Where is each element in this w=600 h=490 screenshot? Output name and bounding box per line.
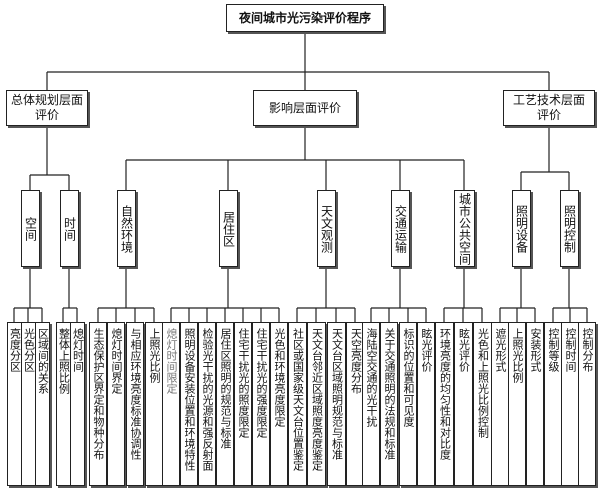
l1-overall-planning: 总体规划层面 评价 [6, 90, 88, 126]
leaf-observatory-standards: 天文台区域照明规范与标准 [327, 322, 346, 486]
l2-time: 时间 [60, 190, 79, 267]
leaf-lights-off-time: 熄灯时间 [70, 322, 85, 486]
leaf-color-brightness-limit: 光色和环境亮度限定 [270, 322, 288, 486]
leaf-traffic-regulations: 关于交通照明的法规和标准 [380, 322, 398, 486]
l2-public-space: 城市公共空间 [454, 190, 475, 267]
leaf-lights-off-limit: 熄灯时间限定 [162, 322, 180, 486]
leaf-control-distribution: 控制分布 [578, 322, 596, 486]
leaf-control-level: 控制等级 [544, 322, 562, 486]
leaf-color-uplight-control: 光色和上照光比例控制 [473, 322, 492, 486]
root-node: 夜间城市光污染评价程序 [226, 4, 384, 32]
leaf-control-time: 控制时间 [561, 322, 579, 486]
l2-space: 空间 [21, 190, 40, 267]
l2-transport: 交通运输 [391, 190, 410, 267]
leaf-residential-intensity: 住宅干扰光的强度限定 [252, 322, 270, 486]
leaf-uniformity-contrast: 环境亮度的均匀性和对比度 [435, 322, 454, 486]
leaf-uplight-ratio-equipment: 上照光比例 [508, 322, 526, 486]
leaf-overall-uplight-ratio: 整体上照比例 [56, 322, 71, 486]
leaf-residential-illuminance: 住宅干扰光的照度限定 [234, 322, 252, 486]
leaf-observatory-vicinity: 天文台邻近区域照度亮度鉴定 [307, 322, 326, 486]
l1-impact: 影响层面评价 [253, 90, 357, 126]
leaf-sign-visibility: 标识的位置和可见度 [399, 322, 417, 486]
leaf-glare-source-check: 检验光干扰的光源和强反射面 [198, 322, 216, 486]
l2-natural-environment: 自然环境 [117, 190, 136, 267]
leaf-ecological-zones: 生态保护区界定和物种分布 [89, 322, 107, 486]
leaf-residential-standards: 居住区照明的规范与标准 [216, 322, 234, 486]
leaf-fixture-location: 照明设备安装位置和环境特性 [180, 322, 198, 486]
leaf-lights-off-definition: 熄灯时间界定 [107, 322, 125, 486]
l2-lighting-control: 照明控制 [560, 190, 579, 267]
leaf-glare-traffic: 眩光评价 [417, 322, 435, 486]
leaf-uplight-ratio-natural: 上照光比例 [145, 322, 163, 486]
leaf-shielding-type: 遮光形式 [491, 322, 509, 486]
leaf-brightness-standard-fit: 与相应环境亮度标准协调性 [126, 322, 144, 486]
leaf-zone-relations: 区域间的关系 [35, 322, 50, 486]
l2-astronomy: 天文观测 [317, 190, 336, 267]
leaf-color-zoning: 光色分区 [21, 322, 36, 486]
l2-residential: 居住区 [219, 190, 238, 267]
l2-lighting-equipment: 照明设备 [512, 190, 531, 267]
leaf-traffic-interference: 海陆空交通的光干扰 [362, 322, 380, 486]
leaf-glare-public: 眩光评价 [454, 322, 473, 486]
leaf-observatory-location: 社区或国家级天文台位置鉴定 [288, 322, 307, 486]
l1-technology: 工艺技术层面 评价 [503, 90, 595, 126]
leaf-brightness-zoning: 亮度分区 [7, 322, 22, 486]
leaf-installation-type: 安装形式 [526, 322, 544, 486]
